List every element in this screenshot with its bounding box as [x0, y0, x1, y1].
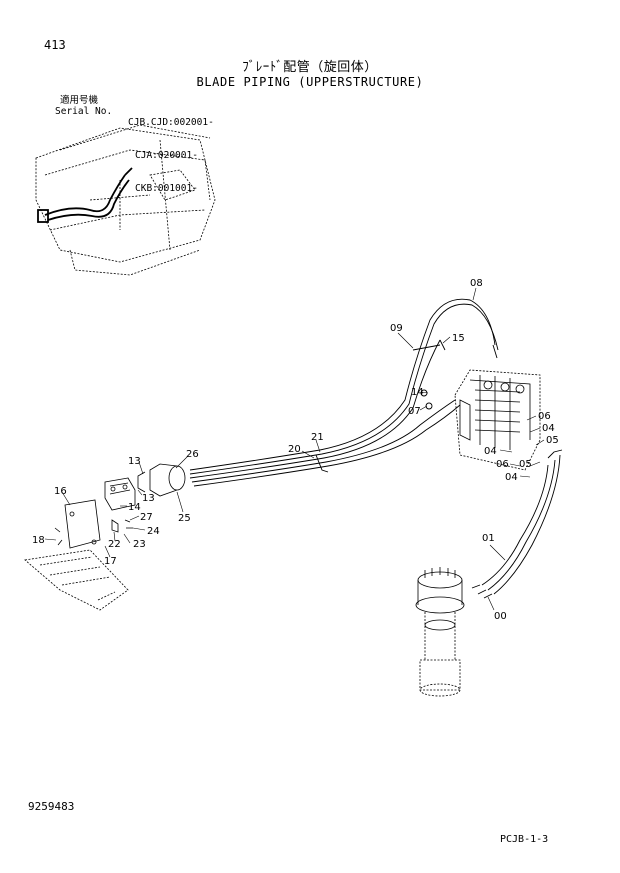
callout-leaders	[44, 287, 545, 611]
callout-16: 16	[54, 486, 67, 497]
illustration-part-number: 9259483	[28, 800, 75, 813]
title-japanese: ﾌﾞﾚｰﾄﾞ配管（旋回体）	[242, 60, 378, 75]
callout-09: 09	[390, 323, 403, 334]
solenoid-bracket-assembly	[54, 463, 186, 549]
callout-13: 13	[142, 493, 155, 504]
serial-range-1: CJB.CJD:002001-	[128, 117, 214, 128]
callout-27: 27	[140, 512, 153, 523]
callout-25: 25	[178, 513, 191, 524]
machine-locator-sketch	[35, 124, 216, 276]
callout-23: 23	[133, 539, 146, 550]
floor-plate	[24, 549, 129, 611]
callout-26: 26	[186, 449, 199, 460]
callout-14: 14	[411, 387, 424, 398]
callout-01: 01	[482, 533, 495, 544]
page-code: PCJB-1-3	[500, 834, 549, 845]
callout-21: 21	[311, 432, 324, 443]
callout-05: 05	[546, 435, 559, 446]
serial-range-3: CKB:001001-	[135, 183, 198, 194]
callout-06: 06	[496, 459, 509, 470]
callout-20: 20	[288, 444, 301, 455]
page-number: 413	[44, 38, 66, 52]
control-valve	[454, 369, 541, 471]
callout-24: 24	[147, 526, 160, 537]
callout-18: 18	[32, 535, 45, 546]
locator-highlight-piping	[37, 167, 133, 223]
callout-04: 04	[542, 423, 555, 434]
serial-list: CJB.CJD:002001- CJA:020001- CKB:001001-	[128, 95, 214, 205]
center-joint	[415, 567, 465, 697]
callout-07: 07	[408, 406, 421, 417]
callout-14: 14	[128, 502, 141, 513]
callout-00: 00	[494, 611, 507, 622]
title-english: BLADE PIPING (UPPERSTRUCTURE)	[196, 75, 424, 89]
callout-15: 15	[452, 333, 465, 344]
callout-22: 22	[108, 539, 121, 550]
applicability-label-en: Serial No.	[55, 106, 113, 117]
hose-lines-lower	[471, 449, 563, 599]
callout-13: 13	[128, 456, 141, 467]
callout-08: 08	[470, 278, 483, 289]
callout-05: 05	[519, 459, 532, 470]
applicability-label-jp: 適用号機	[60, 95, 99, 106]
callout-04: 04	[505, 472, 518, 483]
serial-range-2: CJA:020001-	[135, 150, 198, 161]
callout-labels: 08 09 15 14 07 06 04 05 04 06 04 05 21 2…	[32, 278, 559, 622]
callout-04: 04	[484, 446, 497, 457]
pipe-lines-upper	[189, 298, 499, 487]
callout-06: 06	[538, 411, 551, 422]
callout-17: 17	[104, 556, 117, 567]
